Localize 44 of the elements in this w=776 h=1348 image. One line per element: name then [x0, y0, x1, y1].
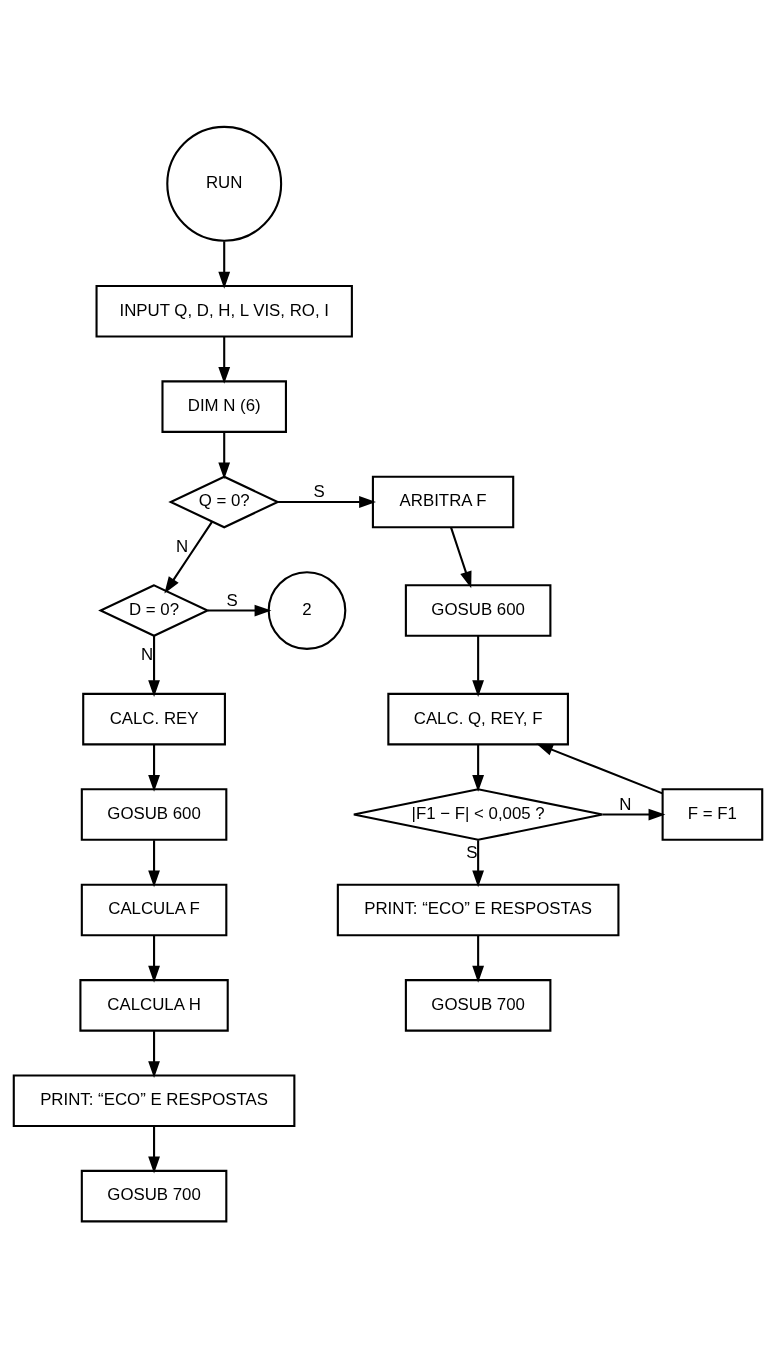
- edge-label: S: [466, 842, 478, 862]
- edge-label: N: [619, 794, 632, 814]
- node-box: PRINT: “ECO” E RESPOSTAS: [336, 883, 620, 937]
- arrow: [148, 935, 160, 983]
- node-box: GOSUB 600: [404, 584, 552, 637]
- arrow: [148, 1126, 160, 1174]
- arrow: [472, 935, 485, 983]
- arrow: [536, 743, 663, 795]
- node-diamond: Q = 0?: [168, 475, 281, 529]
- node-box: GOSUB 600: [80, 788, 228, 841]
- node-box: GOSUB 700: [404, 979, 552, 1032]
- node-box: CALC. Q, REY, F: [387, 692, 569, 746]
- edge-label: S: [226, 590, 238, 610]
- edge-label: N: [140, 645, 154, 665]
- node-box: DIM N (6): [161, 380, 287, 433]
- node-diamond: D = 0?: [98, 584, 210, 637]
- arrow: [450, 527, 472, 589]
- arrow: [148, 744, 160, 792]
- node-box: CALC. REY: [82, 692, 226, 746]
- node-box: F = F1: [661, 788, 764, 841]
- node-box: INPUT Q, D, H, L VIS, RO, I: [95, 284, 353, 338]
- arrow: [602, 808, 666, 821]
- arrow: [472, 744, 485, 792]
- node-box: CALCULA F: [80, 883, 228, 937]
- node-box: CALCULA H: [79, 979, 229, 1032]
- arrow: [278, 496, 376, 508]
- node-box: PRINT: “ECO” E RESPOSTAS: [12, 1074, 296, 1128]
- arrow: [218, 241, 231, 289]
- node-circle: RUN: [166, 125, 283, 242]
- node-box: GOSUB 700: [80, 1169, 228, 1223]
- arrow: [148, 1031, 160, 1079]
- node-diamond: |F1 − F| < 0,005 ?: [352, 788, 604, 841]
- arrow: [472, 840, 485, 888]
- node-circle: 2: [267, 571, 347, 650]
- node-box: ARBITRA F: [371, 475, 515, 529]
- arrow: [207, 604, 272, 617]
- arrow: [164, 521, 213, 594]
- arrow: [218, 432, 231, 480]
- arrow: [218, 336, 231, 384]
- arrow: [472, 635, 485, 697]
- edge-label: S: [313, 482, 325, 502]
- arrow: [148, 635, 160, 697]
- edge-label: N: [176, 536, 189, 556]
- arrow: [148, 840, 160, 888]
